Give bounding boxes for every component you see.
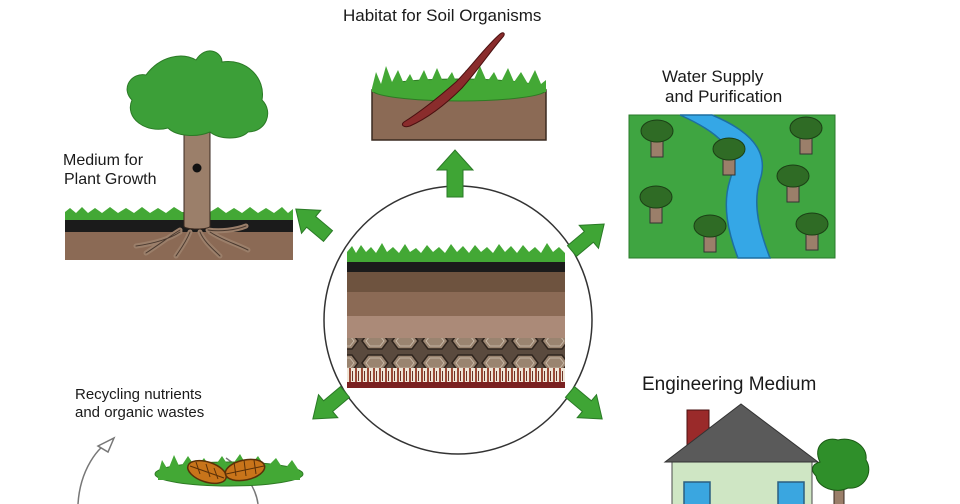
label-recycling-nutrients: Recycling nutrients and organic wastes xyxy=(75,386,204,422)
recycling-illustration xyxy=(77,436,304,504)
label-water-supply: Water Supply and Purification xyxy=(662,67,782,108)
label-habitat-for-soil-organisms: Habitat for Soil Organisms xyxy=(343,6,541,26)
label-plant-line1: Medium for xyxy=(63,152,144,169)
arrow-upper-right xyxy=(566,223,605,258)
label-habitat-text: Habitat for Soil Organisms xyxy=(343,6,542,25)
arrow-lower-right xyxy=(564,385,603,420)
arrow-lower-left xyxy=(312,385,351,420)
label-water-line2: and Purification xyxy=(665,87,783,107)
center-soil-profile xyxy=(323,185,593,455)
plant-growth-illustration xyxy=(65,50,293,260)
label-water-line1: Water Supply xyxy=(662,67,764,86)
label-medium-for-plant-growth: Medium for Plant Growth xyxy=(63,151,156,189)
label-recycling-line1: Recycling nutrients xyxy=(75,386,202,403)
arrow-up xyxy=(435,149,475,198)
water-trees xyxy=(639,116,829,253)
label-engineering-medium: Engineering Medium xyxy=(642,374,816,397)
label-plant-line2: Plant Growth xyxy=(64,171,157,189)
engineering-illustration xyxy=(663,403,870,504)
arrow-upper-left xyxy=(295,208,334,243)
habitat-illustration xyxy=(371,32,547,141)
water-illustration xyxy=(628,114,836,259)
label-engineering-text: Engineering Medium xyxy=(642,374,817,395)
label-recycling-line2: and organic wastes xyxy=(75,404,205,421)
